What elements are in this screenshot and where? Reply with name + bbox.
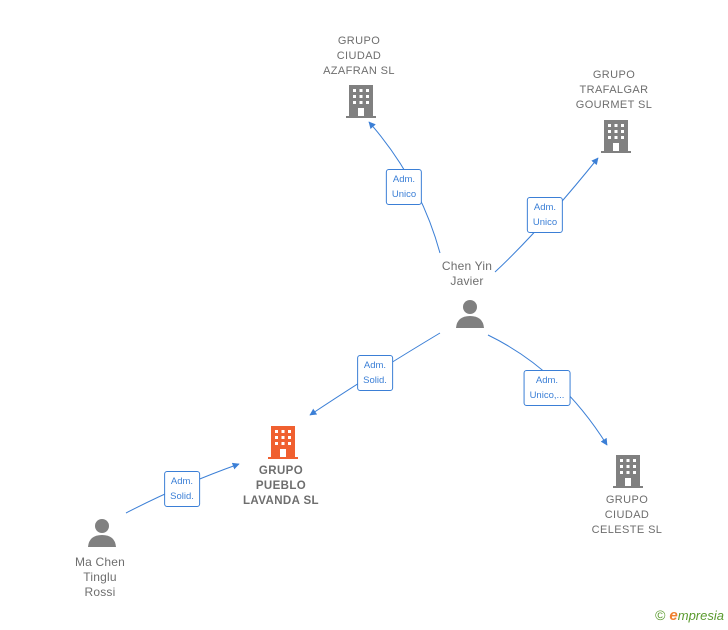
building-icon[interactable]	[600, 118, 632, 154]
building-icon[interactable]	[345, 83, 377, 119]
edge-label-ma-lavanda: Adm. Solid.	[164, 471, 200, 507]
empresia-logo: ©empresia	[655, 607, 724, 624]
edge-label-trafalgar: Adm. Unico	[526, 197, 564, 233]
person-icon[interactable]	[454, 298, 486, 330]
building-icon[interactable]	[267, 424, 299, 460]
person-label-chen-yin[interactable]: Chen Yin Javier	[441, 259, 493, 288]
person-label-ma-chen[interactable]: Ma Chen Tinglu Rossi	[74, 555, 126, 599]
company-label-azafran[interactable]: GRUPO CIUDAD AZAFRAN SL	[323, 35, 395, 77]
building-icon[interactable]	[612, 453, 644, 489]
person-icon[interactable]	[86, 517, 118, 549]
brand-e: e	[669, 607, 678, 624]
edge-label-celeste: Adm. Unico,...	[523, 370, 571, 406]
edge-label-lavanda: Adm. Solid.	[357, 355, 393, 391]
company-label-lavanda[interactable]: GRUPO PUEBLO LAVANDA SL	[243, 465, 319, 507]
company-label-celeste[interactable]: GRUPO CIUDAD CELESTE SL	[591, 494, 663, 536]
copyright-symbol: ©	[655, 607, 666, 623]
brand-rest: mpresia	[677, 608, 724, 623]
company-label-trafalgar[interactable]: GRUPO TRAFALGAR GOURMET SL	[575, 69, 653, 111]
edge-label-azafran: Adm. Unico	[385, 169, 423, 205]
